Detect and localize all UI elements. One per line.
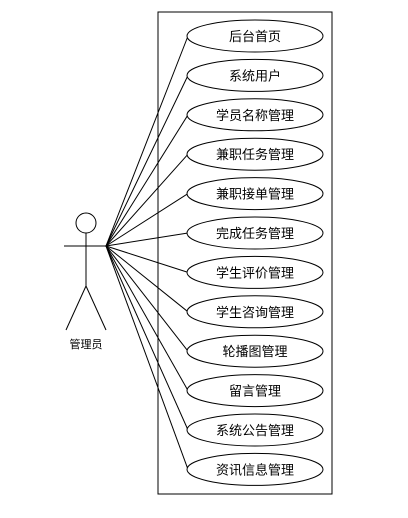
- use-case-3-ellipse: [186, 98, 324, 132]
- use-case-10: 留言管理: [186, 374, 324, 408]
- use-case-4: 兼职任务管理: [186, 137, 324, 171]
- use-case-7-label: 学生评价管理: [216, 265, 294, 281]
- use-case-5-ellipse: [186, 177, 324, 211]
- actor-label: 管理员: [70, 337, 103, 351]
- association-line-8: [105, 245, 189, 313]
- use-case-11-label: 系统公告管理: [216, 424, 294, 439]
- use-case-12: 资讯信息管理: [186, 452, 324, 486]
- use-case-8: 学生咨询管理: [186, 295, 324, 329]
- association-line-6: [105, 232, 189, 247]
- use-case-5: 兼职接单管理: [186, 177, 324, 211]
- use-case-5-label: 兼职接单管理: [216, 187, 294, 203]
- use-case-3-label: 学员名称管理: [216, 108, 294, 124]
- use-case-2: 系统用户: [186, 58, 324, 92]
- use-case-10-ellipse: [186, 374, 324, 408]
- use-case-6-ellipse: [186, 216, 324, 250]
- association-line-10: [105, 245, 189, 391]
- use-case-6: 完成任务管理: [186, 216, 324, 250]
- use-case-7: 学生评价管理: [186, 255, 324, 289]
- use-case-12-label: 资讯信息管理: [216, 462, 294, 478]
- actor-head: [75, 212, 97, 234]
- association-line-2: [105, 75, 189, 247]
- use-case-9-label: 轮播图管理: [222, 345, 287, 360]
- system-boundary: [157, 11, 333, 495]
- use-case-10-label: 留言管理: [229, 385, 281, 400]
- use-case-9: 轮播图管理: [186, 334, 324, 368]
- use-case-4-label: 兼职任务管理: [216, 147, 294, 163]
- association-line-5: [105, 193, 189, 247]
- use-case-8-ellipse: [186, 295, 324, 329]
- use-case-6-label: 完成任务管理: [216, 226, 294, 242]
- association-line-4: [105, 153, 189, 247]
- association-line-11: [105, 245, 189, 431]
- actor-left-leg: [65, 285, 87, 331]
- association-line-3: [105, 114, 189, 247]
- association-line-12: [105, 245, 189, 470]
- use-case-8-label: 学生咨询管理: [216, 305, 294, 321]
- use-case-2-ellipse: [186, 58, 324, 92]
- use-case-2-label: 系统用户: [229, 68, 281, 84]
- associations: [105, 35, 189, 470]
- use-case-1: 后台首页: [186, 19, 324, 53]
- use-case-1-label: 后台首页: [229, 30, 281, 45]
- use-case-1-ellipse: [186, 19, 324, 53]
- use-case-4-ellipse: [186, 137, 324, 171]
- use-case-9-ellipse: [186, 334, 324, 368]
- use-case-12-ellipse: [186, 452, 324, 486]
- association-line-1: [105, 35, 189, 247]
- use-case-7-ellipse: [186, 255, 324, 289]
- use-case-11-ellipse: [186, 413, 324, 447]
- use-case-3: 学员名称管理: [186, 98, 324, 132]
- use-case-11: 系统公告管理: [186, 413, 324, 447]
- actor-administrator: 管理员: [64, 212, 108, 351]
- use-cases: 后台首页系统用户学员名称管理兼职任务管理兼职接单管理完成任务管理学生评价管理学生…: [186, 19, 324, 486]
- actor-right-leg: [85, 285, 107, 331]
- association-line-9: [105, 245, 189, 352]
- association-line-7: [105, 245, 189, 273]
